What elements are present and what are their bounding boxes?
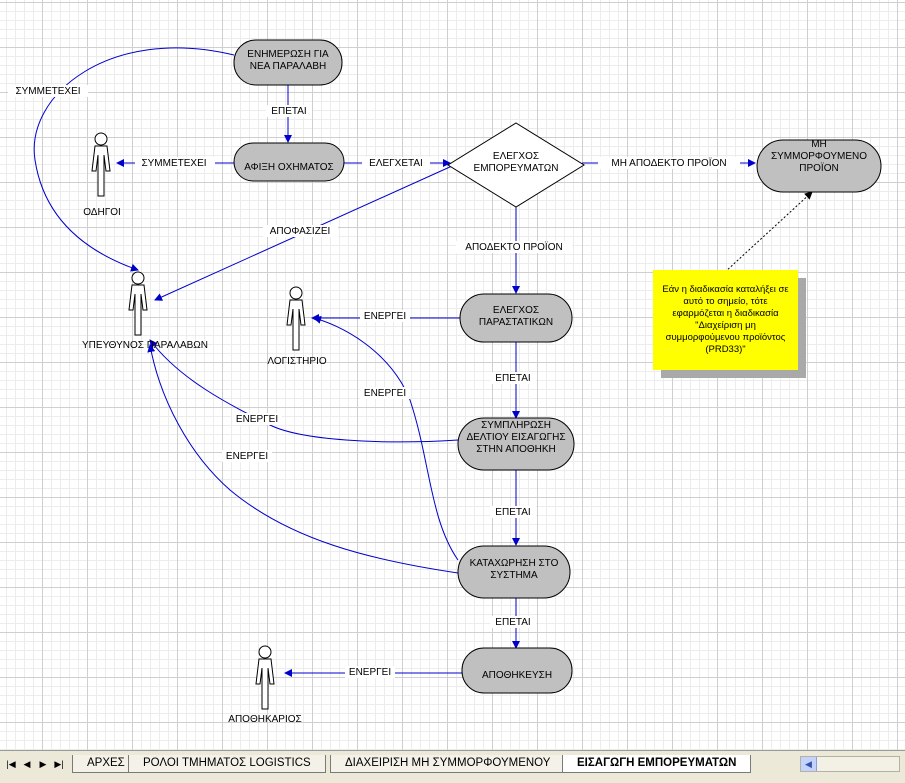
actor-receiving-manager-label: ΥΠΕΥΘΥΝΟΣ ΠΑΡΑΛΑΒΩΝ <box>82 340 208 351</box>
scroll-left-icon[interactable]: ◀ <box>801 757 817 771</box>
actor-accounting[interactable] <box>286 286 306 351</box>
node-register-shape[interactable] <box>457 545 571 599</box>
edge-label-follows-2: ΕΠΕΤΑΙ <box>495 373 530 384</box>
actor-drivers-label: ΟΔΗΓΟΙ <box>83 207 121 218</box>
edge-label-follows-1: ΕΠΕΤΑΙ <box>271 106 306 117</box>
node-arrival-label: ΑΦΙΞΗ ΟΧΗΜΑΤΟΣ <box>244 162 333 173</box>
tab-nonconforming-management[interactable]: ΔΙΑΧΕΙΡΙΣΗ ΜΗ ΣΥΜΜΟΡΦΟΥΜΕΝΟΥ <box>330 755 566 773</box>
prev-sheet-icon[interactable]: ◀ <box>23 759 31 769</box>
actor-receiving-manager[interactable] <box>128 271 148 336</box>
node-fill-slip-shape[interactable] <box>457 417 575 471</box>
tab-logistics-roles[interactable]: ΡΟΛΟΙ ΤΜΗΜΑΤΟΣ LOGISTICS <box>128 755 326 773</box>
edge-label-participates-1: ΣΥΜΜΕΤΕΧΕΙ <box>15 86 80 97</box>
edge-label-follows-3: ΕΠΕΤΑΙ <box>495 507 530 518</box>
status-strip <box>0 777 905 783</box>
actor-storekeeper-label: ΑΠΟΘΗΚΑΡΙΟΣ <box>228 714 301 725</box>
edge-label-follows-4: ΕΠΕΤΑΙ <box>495 617 530 628</box>
node-check-goods-shape[interactable] <box>447 122 585 208</box>
horizontal-scrollbar[interactable]: ◀ <box>800 756 900 772</box>
edge-label-decides: ΑΠΟΦΑΣΙΖΕΙ <box>270 226 331 237</box>
edge-label-acts-accounting-2: ΕΝΕΡΓΕΙ <box>364 388 406 399</box>
edge-register-to-manager <box>147 344 459 574</box>
flowchart: ΣΥΜΜΕΤΕΧΕΙ ΕΠΕΤΑΙ ΣΥΜΜΕΤΕΧΕΙ ΕΛΕΓΧΕΤΑΙ Μ… <box>8 39 882 725</box>
edge-update-to-manager <box>33 47 235 272</box>
stick-figure-icon <box>128 271 148 336</box>
last-sheet-icon[interactable]: ▶| <box>54 759 64 769</box>
note-connector <box>724 191 813 273</box>
diagram-canvas: ΣΥΜΜΕΤΕΧΕΙ ΕΠΕΤΑΙ ΣΥΜΜΕΤΕΧΕΙ ΕΛΕΓΧΕΤΑΙ Μ… <box>0 0 905 750</box>
edge-register-to-accounting <box>313 315 459 561</box>
actor-storekeeper[interactable] <box>255 645 275 710</box>
first-sheet-icon[interactable]: |◀ <box>6 759 16 769</box>
stick-figure-icon <box>286 286 306 351</box>
annotation-note-text: Εάν η διαδικασία καταλήξει σε αυτό το ση… <box>662 284 789 355</box>
node-arrival-shape[interactable] <box>233 142 345 182</box>
edge-label-not-acceptable: ΜΗ ΑΠΟΔΕΚΤΟ ΠΡΟΪΟΝ <box>611 157 726 169</box>
edge-label-acceptable: ΑΠΟΔΕΚΤΟ ΠΡΟΪΟΝ <box>465 241 562 253</box>
edge-label-participates-2: ΣΥΜΜΕΤΕΧΕΙ <box>141 158 206 169</box>
stick-figure-icon <box>255 645 275 710</box>
actor-drivers[interactable] <box>91 132 111 197</box>
edge-labels: ΣΥΜΜΕΤΕΧΕΙ ΕΠΕΤΑΙ ΣΥΜΜΕΤΕΧΕΙ ΕΛΕΓΧΕΤΑΙ Μ… <box>8 85 740 678</box>
node-check-docs-shape[interactable] <box>459 293 573 343</box>
node-storage-shape[interactable] <box>461 647 573 694</box>
edge-label-acts-accounting-1: ΕΝΕΡΓΕΙ <box>364 311 406 322</box>
edge-label-acts-manager-2: ΕΝΕΡΓΕΙ <box>226 451 268 462</box>
edge-label-acts-manager-1: ΕΝΕΡΓΕΙ <box>236 414 278 425</box>
edge-slip-to-manager <box>149 339 459 443</box>
tab-goods-receipt[interactable]: ΕΙΣΑΓΩΓΗ ΕΜΠΟΡΕΥΜΑΤΩΝ <box>562 755 752 773</box>
sheet-tab-bar: |◀ ◀ ▶ ▶| ΑΡΧΕΣ ΡΟΛΟΙ ΤΜΗΜΑΤΟΣ LOGISTICS… <box>0 750 905 783</box>
edge-label-checked: ΕΛΕΓΧΕΤΑΙ <box>369 158 423 169</box>
node-nonconforming-shape[interactable] <box>756 139 882 193</box>
next-sheet-icon[interactable]: ▶ <box>39 759 47 769</box>
stick-figure-icon <box>91 132 111 197</box>
actor-accounting-label: ΛΟΓΙΣΤΗΡΙΟ <box>267 356 326 367</box>
node-storage-label: ΑΠΟΘΗΚΕΥΣΗ <box>482 670 552 681</box>
tab-principles[interactable]: ΑΡΧΕΣ <box>72 755 140 773</box>
edge-label-acts-storekeeper: ΕΝΕΡΓΕΙ <box>349 667 391 678</box>
node-update-shape[interactable] <box>233 39 343 86</box>
annotation-note[interactable]: Εάν η διαδικασία καταλήξει σε αυτό το ση… <box>653 270 798 370</box>
